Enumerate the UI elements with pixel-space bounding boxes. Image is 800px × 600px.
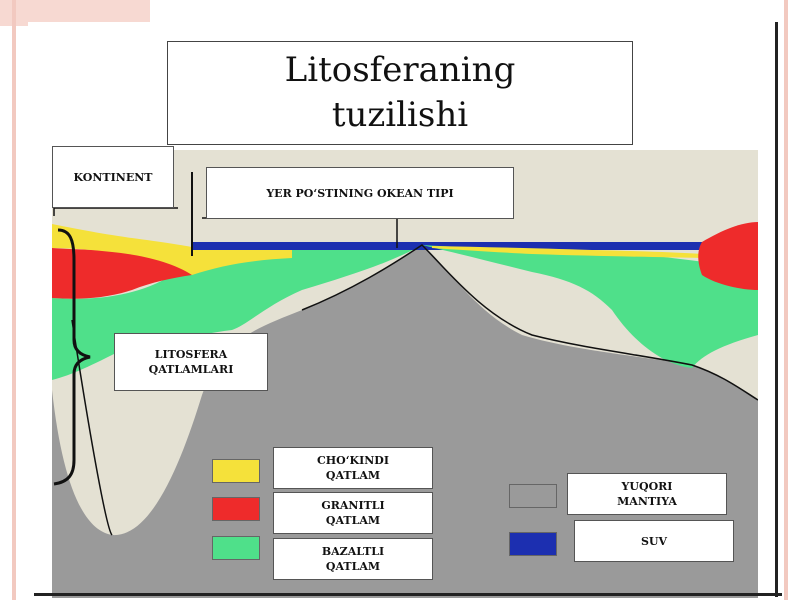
ocean-water [192, 242, 712, 250]
granite-layer-left [52, 248, 192, 299]
litosfera-label-line-2: QATLAMLARI [148, 363, 234, 376]
sediment-layer-right [432, 246, 702, 258]
legend-label-suv: SUV [574, 520, 734, 562]
litosfera-qatlamlari-label: LITOSFERA QATLAMLARI [114, 333, 268, 391]
title-line-1: Litosferaning [284, 50, 516, 90]
slide-title: Litosferaning tuzilishi [167, 41, 633, 145]
legend-label-bazaltli: BAZALTLI QATLAM [273, 538, 433, 580]
legend-label-mantiya: YUQORI MANTIYA [567, 473, 727, 515]
legend-mantiya-line-2: MANTIYA [617, 495, 677, 508]
legend-swatch-granitli [212, 497, 260, 521]
litosfera-label-line-1: LITOSFERA [154, 348, 228, 361]
slide-corner-decoration [0, 0, 150, 26]
mid-ocean-ridge-outline [71, 244, 758, 536]
legend-chokindi-line-2: QATLAM [325, 469, 381, 482]
sediment-layer-left [52, 224, 292, 275]
slide-right-rule [775, 22, 778, 597]
legend-swatch-chokindi [212, 459, 260, 483]
kontinent-label: KONTINENT [52, 146, 174, 208]
lithosphere-brace [53, 228, 91, 486]
legend-bazaltli-line-2: QATLAM [325, 560, 381, 573]
slide-bottom-rule [34, 593, 782, 596]
slide-left-border [12, 0, 16, 600]
legend-chokindi-line-1: CHO‘KINDI [316, 454, 389, 467]
slide-right-border [784, 0, 788, 600]
legend-swatch-mantiya [509, 484, 557, 508]
legend-label-granitli: GRANITLI QATLAM [273, 492, 433, 534]
legend-granitli-line-2: QATLAM [325, 514, 381, 527]
legend-mantiya-line-1: YUQORI [621, 480, 673, 493]
basalt-layer-left [52, 245, 422, 380]
legend-bazaltli-line-1: BAZALTLI [321, 545, 385, 558]
legend-label-chokindi: CHO‘KINDI QATLAM [273, 447, 433, 489]
kontinent-label-text: KONTINENT [73, 170, 153, 184]
granite-layer-right [698, 222, 758, 290]
okean-tipi-label: YER PO‘STINING OKEAN TIPI [206, 167, 514, 219]
legend-swatch-suv [509, 532, 557, 556]
title-line-2: tuzilishi [331, 95, 469, 135]
legend-swatch-bazaltli [212, 536, 260, 560]
okean-tipi-label-text: YER PO‘STINING OKEAN TIPI [266, 186, 454, 200]
legend-granitli-line-1: GRANITLI [321, 499, 385, 512]
basalt-layer-right [422, 245, 758, 368]
legend-suv-text: SUV [640, 534, 668, 548]
